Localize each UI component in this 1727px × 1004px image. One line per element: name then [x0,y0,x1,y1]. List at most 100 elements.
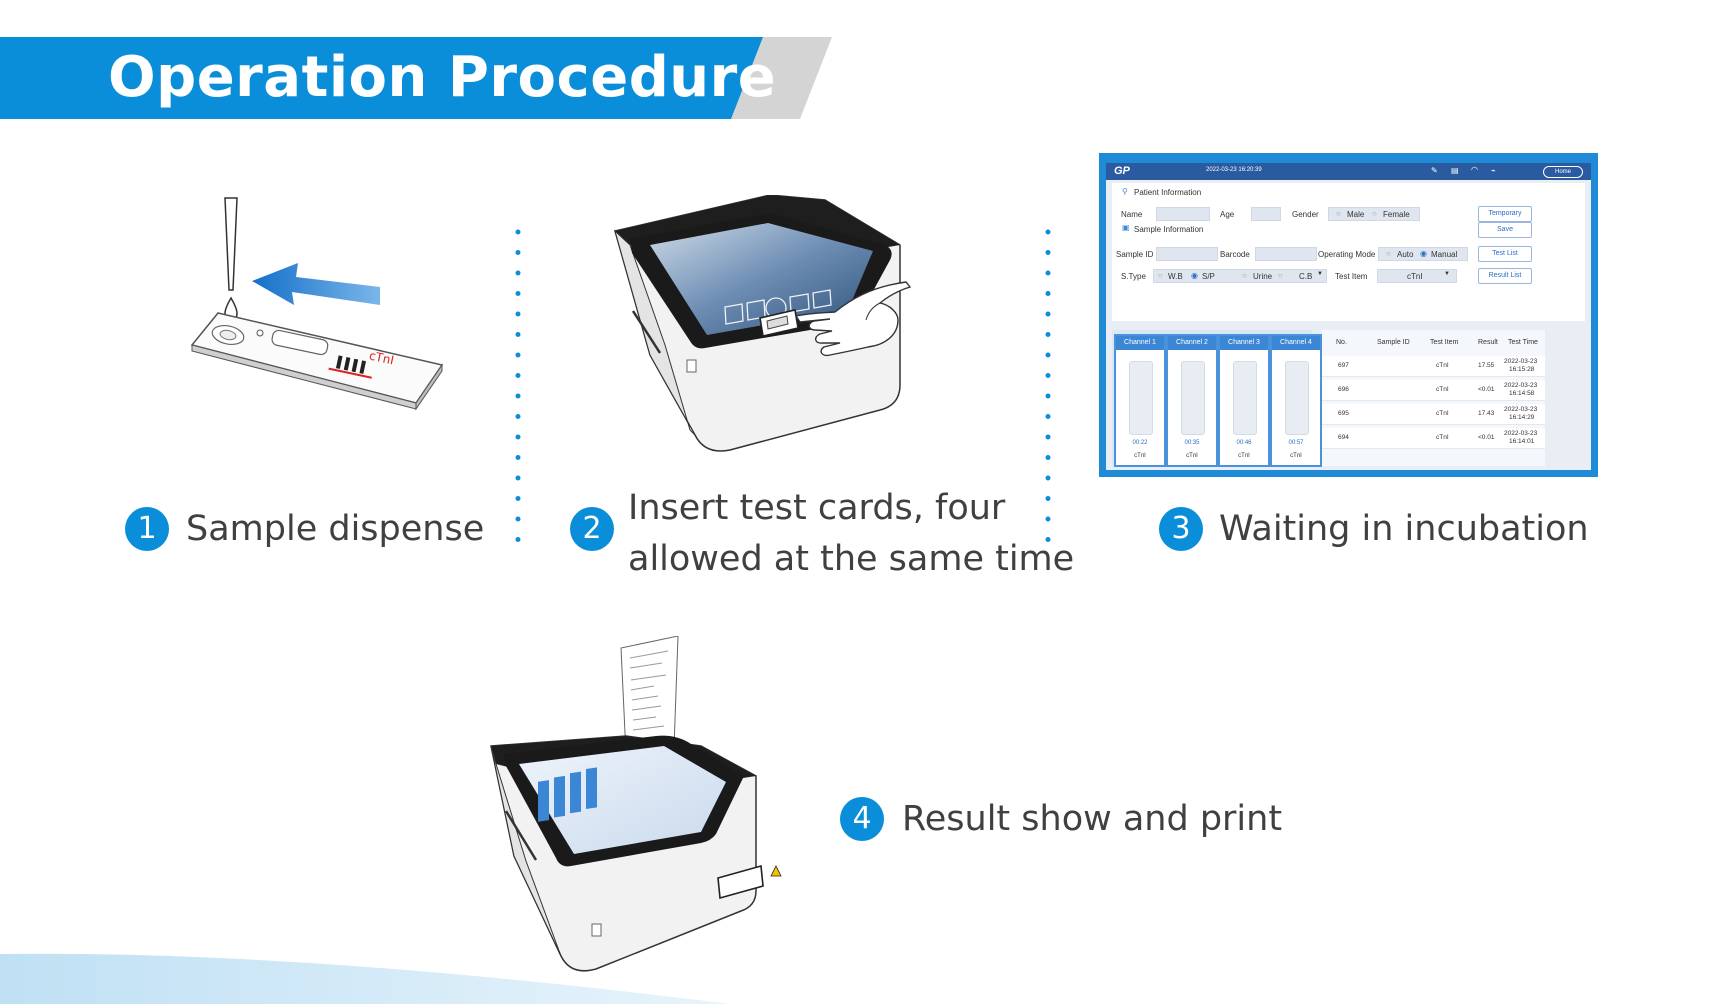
chevron-down-icon: ▼ [1444,271,1450,277]
channel-3[interactable]: Channel 3 00:46 cTnI [1218,334,1270,467]
cell-result: <0.01 [1478,386,1495,393]
auto-radio[interactable]: ○ [1386,249,1391,258]
screen-logo: GP [1114,165,1130,177]
channel-4-card [1285,361,1309,435]
mode-group [1378,247,1468,261]
cell-date: 2022-03-23 [1504,382,1538,389]
home-button[interactable]: Home [1543,166,1583,178]
channel-2[interactable]: Channel 2 00:35 cTnI [1166,334,1218,467]
channel-4[interactable]: Channel 4 00:57 cTnI [1270,334,1322,467]
test-list-button[interactable]: Test List [1478,246,1532,262]
name-label: Name [1121,210,1143,219]
manual-radio[interactable]: ◉ [1420,249,1427,258]
divider-dots-left [515,229,521,543]
cell-date: 2022-03-23 [1504,406,1538,413]
channel-3-time: 00:46 [1236,440,1252,446]
channel-4-time: 00:57 [1288,440,1304,446]
channel-3-card [1233,361,1257,435]
col-test-time: Test Time [1508,339,1538,346]
analyzer-insert-illustration [614,195,912,452]
male-radio[interactable]: ○ [1336,209,1341,218]
channel-2-item: cTnI [1186,453,1198,459]
cell-item: cTnI [1436,362,1449,369]
age-field[interactable] [1251,207,1281,221]
test-item-select[interactable] [1377,269,1457,283]
step-3-badge: 3 [1159,507,1203,551]
operating-mode-label: Operating Mode [1318,250,1376,259]
header-banner [0,37,832,119]
save-button[interactable]: Save [1478,222,1532,238]
urine-label: Urine [1253,272,1273,281]
table-row[interactable]: 697 cTnI 17.55 2022-03-23 16:15:28 [1322,356,1545,377]
step-1-badge: 1 [125,507,169,551]
screen-datetime: 2022-03-23 16:20:39 [1206,167,1262,173]
channel-3-item: cTnI [1238,453,1250,459]
channel-1[interactable]: Channel 1 00:22 cTnI [1114,334,1166,467]
screen-content: GP 2022-03-23 16:20:39 ✎ ▤ ◠ ⌁ Home ⚲ Pa… [1106,163,1591,470]
cell-date: 2022-03-23 [1504,358,1538,365]
cb-label: C.B [1299,272,1313,281]
results-header: No. Sample ID Test Item Result Test Time [1322,330,1545,352]
patient-section-title: Patient Information [1134,188,1202,197]
step-4-label: Result show and print [902,799,1283,839]
channel-2-title: Channel 2 [1168,336,1216,350]
table-row[interactable]: 695 cTnI 17.43 2022-03-23 16:14:29 [1322,404,1545,425]
step-2-label-line1: Insert test cards, four [628,488,1006,528]
divider-dots-right [1045,229,1051,543]
stype-group [1153,269,1327,283]
cell-date: 2022-03-23 [1504,430,1538,437]
cell-time: 16:14:29 [1509,414,1535,421]
gender-group [1328,207,1420,221]
step-2-badge: 2 [570,507,614,551]
table-row[interactable]: 694 cTnI <0.01 2022-03-23 16:14:01 [1322,428,1545,449]
step-4-badge: 4 [840,797,884,841]
temporary-button[interactable]: Temporary [1478,206,1532,222]
cell-time: 16:15:28 [1509,366,1535,373]
step-3-label: Waiting in incubation [1219,509,1589,549]
result-list-button[interactable]: Result List [1478,268,1532,284]
channel-2-card [1181,361,1205,435]
usb-icon: ⌁ [1491,166,1496,175]
analyzer-print-illustration [490,636,782,972]
sample-dispense-illustration [190,197,444,411]
cell-no: 695 [1338,410,1349,417]
bottom-decorative-band [0,953,730,1004]
female-radio[interactable]: ○ [1372,209,1377,218]
cell-time: 16:14:58 [1509,390,1535,397]
gender-label: Gender [1292,210,1319,219]
auto-label: Auto [1397,250,1414,259]
results-table: No. Sample ID Test Item Result Test Time… [1322,330,1545,466]
channel-1-time: 00:22 [1132,440,1148,446]
cell-result: 17.43 [1478,410,1495,417]
channel-2-time: 00:35 [1184,440,1200,446]
cell-no: 694 [1338,434,1349,441]
urine-radio[interactable]: ○ [1242,271,1247,280]
wb-label: W.B [1168,272,1183,281]
channel-4-item: cTnI [1290,453,1302,459]
cell-no: 697 [1338,362,1349,369]
col-test-item: Test Item [1430,339,1459,346]
cell-item: cTnI [1436,410,1449,417]
sample-id-field[interactable] [1156,247,1218,261]
female-label: Female [1383,210,1410,219]
name-field[interactable] [1156,207,1210,221]
table-row[interactable]: 696 cTnI <0.01 2022-03-23 16:14:58 [1322,380,1545,401]
pen-icon: ✎ [1431,166,1438,175]
sp-radio[interactable]: ◉ [1191,271,1198,280]
channel-4-title: Channel 4 [1272,336,1320,350]
wb-radio[interactable]: ○ [1158,271,1163,280]
cell-result: <0.01 [1478,434,1495,441]
screen-top-bar: GP 2022-03-23 16:20:39 ✎ ▤ ◠ ⌁ Home [1106,163,1591,180]
analyzer-screen: GP 2022-03-23 16:20:39 ✎ ▤ ◠ ⌁ Home ⚲ Pa… [1099,153,1598,477]
sample-section-title: Sample Information [1134,225,1204,234]
cb-dropdown-icon[interactable]: ▼ [1317,271,1323,277]
barcode-field[interactable] [1255,247,1317,261]
user-icon: ⚲ [1122,187,1128,196]
cell-time: 16:14:01 [1509,438,1535,445]
wifi-icon: ◠ [1471,165,1478,174]
test-item-label: Test Item [1335,272,1368,281]
cell-item: cTnI [1436,386,1449,393]
print-icon: ▤ [1451,166,1459,175]
col-result: Result [1478,339,1498,346]
cb-radio[interactable]: ○ [1278,271,1283,280]
